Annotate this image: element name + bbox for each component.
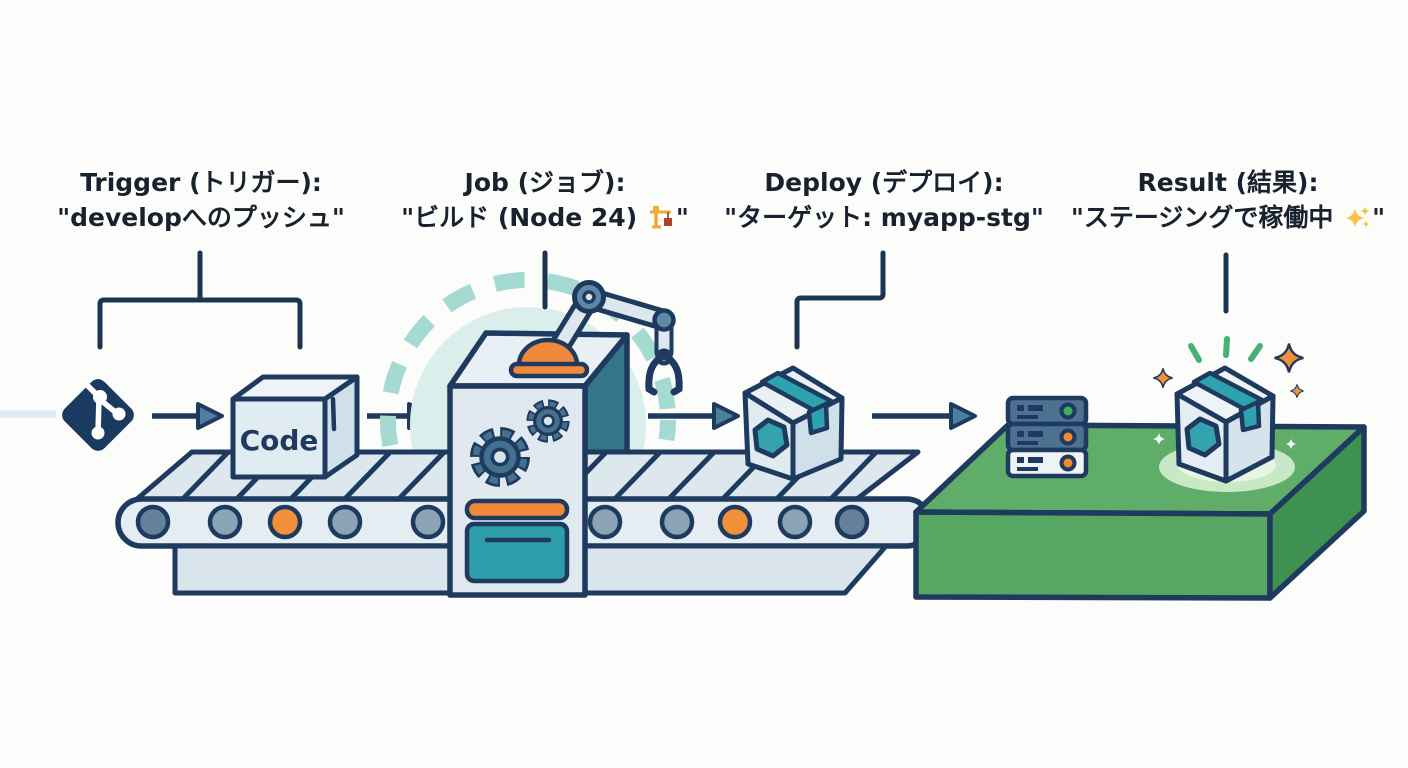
server-rack-icon [1005,395,1089,479]
stage-title: Trigger (トリガー): [80,168,322,197]
deploy-connector [794,250,886,350]
arrow-3 [648,402,740,430]
result-package-icon [1174,365,1276,484]
arrow-4 [872,402,977,430]
result-sparkles [1152,336,1305,450]
machine-dome [508,337,590,379]
package-hexagon-logo [752,417,790,459]
package-hexagon-logo [1184,416,1222,458]
stage-label-job: Job (ジョブ): "ビルド (Node 24) " [345,165,745,235]
git-icon [62,379,134,451]
arrow-1 [152,402,224,430]
machine-status-bar [464,498,570,521]
stage-title: Result (結果): [1137,168,1319,197]
code-box: Code [230,374,360,480]
deploy-package-icon [742,365,845,482]
build-machine-front [447,383,588,598]
stage-label-result: Result (結果): "ステージングで稼働中 " [1028,165,1408,235]
crane-emoji-icon [649,206,672,229]
stage-quote: "developへのプッシュ" [57,203,345,232]
code-box-label: Code [240,424,319,457]
staging-platform [913,422,1367,601]
stage-quote: "ビルド (Node 24) " [401,203,689,232]
stage-quote: "ターゲット: myapp-stg" [724,203,1044,232]
stage-title: Job (ジョブ): [464,168,626,197]
label-connectors [97,250,1229,350]
gear-large-icon [470,427,530,487]
machine-panel [464,521,570,584]
stage-quote: "ステージングで稼働中 " [1070,203,1386,232]
stage-label-deploy: Deploy (デプロイ): "ターゲット: myapp-stg" [684,165,1084,235]
stage-title: Deploy (デプロイ): [764,168,1004,197]
stage-label-trigger: Trigger (トリガー): "developへのプッシュ" [1,165,401,235]
sparkles-emoji-icon [1345,206,1370,228]
